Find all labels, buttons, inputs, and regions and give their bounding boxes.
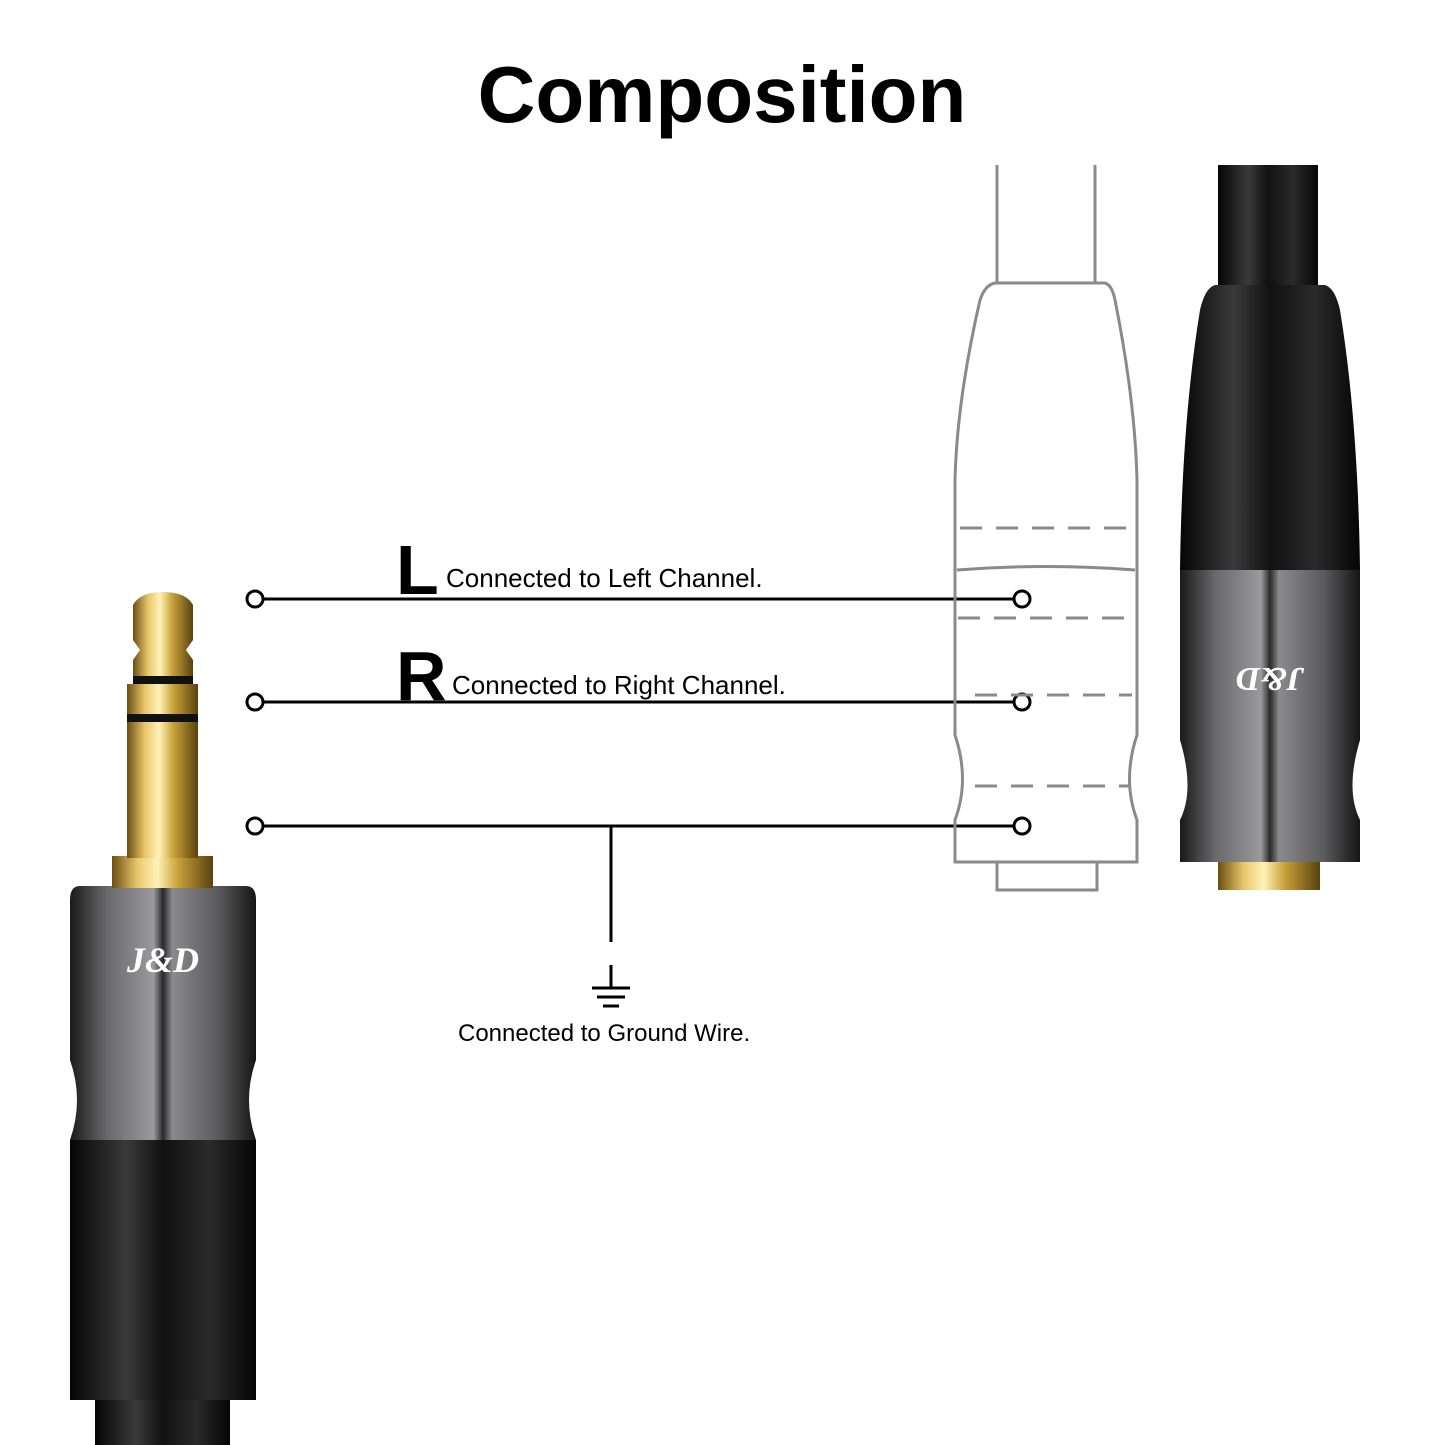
page-title: Composition <box>478 50 967 139</box>
female-jack-outline <box>953 165 1139 892</box>
left-channel-label: Connected to Left Channel. <box>446 563 763 593</box>
male-plug-3-5mm: J&D <box>70 592 256 1445</box>
right-channel-letter: R <box>396 637 447 715</box>
brand-logo: J&D <box>126 940 199 980</box>
right-channel-label: Connected to Right Channel. <box>452 670 786 700</box>
female-jack-3-5mm: J&D <box>1180 165 1360 890</box>
left-channel-letter: L <box>396 531 439 609</box>
ground-label: Connected to Ground Wire. <box>458 1020 750 1047</box>
wiring <box>245 589 1032 1008</box>
brand-logo-mirrored: J&D <box>1236 660 1305 697</box>
